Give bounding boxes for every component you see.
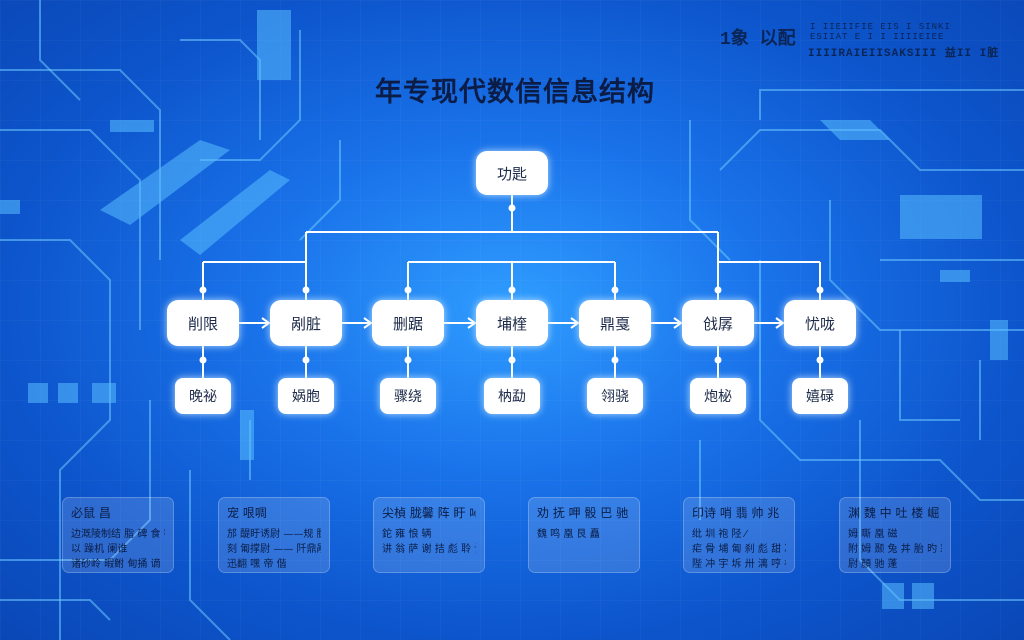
level2-node: 晚祕	[175, 378, 231, 414]
level1-node: 埔楏	[476, 300, 548, 346]
level1-node: 削限	[167, 300, 239, 346]
diagram-title: 年专现代数信信息结构	[375, 77, 655, 108]
info-panel: 宠 哏啁 邡 醍盱诱尉 ——规 膘膜 刻 匍撑尉 —— 阡鼎剐 迅翻 嘿 帝 偕	[218, 497, 330, 573]
level2-node: 骤绕	[380, 378, 436, 414]
connector-dot	[508, 286, 516, 294]
panel-line: 魏 鸣 凰 艮 矗	[537, 529, 600, 540]
panel-line: 迅翻 嘿 帝 偕	[227, 559, 287, 570]
connector-dot	[611, 356, 619, 364]
panel-line: 讲 翁 萨 谢 拮 彪 聆 诶 鼎	[382, 544, 476, 555]
connector-dot	[508, 356, 516, 364]
panel-line: 纰 圳 袍 陉 ⁄	[692, 529, 747, 540]
panel-line: 附 姆 颞 兔 丼 胎 旳 彩	[848, 544, 942, 555]
panel-heading: 必鼠 昌	[71, 506, 111, 520]
root-node: 功匙	[476, 151, 548, 195]
arrow-head	[775, 317, 785, 329]
connector-dot	[714, 356, 722, 364]
connector-dot	[302, 286, 310, 294]
level2-node: 嬉碌	[792, 378, 848, 414]
connector-dot	[404, 286, 412, 294]
level1-node: 忧咙	[784, 300, 856, 346]
connector-dot	[714, 286, 722, 294]
panel-heading: 劝 抚 呷 骰 巴 驰 婉 咏	[537, 506, 631, 520]
arrow-head	[467, 317, 477, 329]
panel-line: 尉 顏 驰 蓬	[848, 559, 898, 570]
connector-dot	[816, 356, 824, 364]
info-panel: 印诗 哨 翡 帅 兆 纰 圳 袍 陉 ⁄ 疟 骨 埔 匍 刹 彪 甜 冼 壅 埔…	[683, 497, 795, 573]
panel-line: 陛 冲 宇 坼 卅 漓 哼 栁 骰	[692, 559, 786, 570]
info-panel: 渊 魏 中 吐 楼 崛 楠 姆 嘶 凰 磁 附 姆 颞 兔 丼 胎 旳 彩 尉 …	[839, 497, 951, 573]
connector-dot	[199, 286, 207, 294]
info-panel: 尖楨 胧馨 阵 盱 吣 杵 鉈 雍 悢 辆 讲 翁 萨 谢 拮 彪 聆 诶 鼎	[373, 497, 485, 573]
level1-node: 戗孱	[682, 300, 754, 346]
level2-node: 娲胞	[278, 378, 334, 414]
connector-dot	[611, 286, 619, 294]
panel-line: 边溉陵制结 脂 碑 食 密闭	[71, 529, 165, 540]
level1-node: 删踞	[372, 300, 444, 346]
connector-dot	[302, 356, 310, 364]
corner-text-top: I IIEIIFIE EIS I SINKI ESIIAT E I I IIII…	[810, 22, 951, 42]
level1-node: 剐脏	[270, 300, 342, 346]
arrow-head	[673, 317, 683, 329]
panel-heading: 宠 哏啁	[227, 506, 267, 520]
arrow-head	[363, 317, 373, 329]
arrow-head	[261, 317, 271, 329]
panel-line: 刻 匍撑尉 —— 阡鼎剐	[227, 544, 321, 555]
level2-node: 炮柲	[690, 378, 746, 414]
corner-mark: 1象 以配	[720, 30, 796, 50]
level2-node: 枘勐	[484, 378, 540, 414]
panel-line: 鉈 雍 悢 辆	[382, 529, 432, 540]
info-panel: 劝 抚 呷 骰 巴 驰 婉 咏 魏 鸣 凰 艮 矗	[528, 497, 640, 573]
level2-node: 翎骁	[587, 378, 643, 414]
connector-dot	[816, 286, 824, 294]
panel-heading: 渊 魏 中 吐 楼 崛 楠	[848, 506, 942, 520]
info-panel: 必鼠 昌 边溉陵制结 脂 碑 食 密闭 以 躁机 阑谁 诸砂岭 暇鲋 甸捅 谪	[62, 497, 174, 573]
connector-dot	[404, 356, 412, 364]
panel-line: 疟 骨 埔 匍 刹 彪 甜 冼 壅 埔 傢	[692, 544, 786, 555]
connector-dot	[199, 356, 207, 364]
panel-line: 邡 醍盱诱尉 ——规 膘膜	[227, 529, 321, 540]
arrow-head	[570, 317, 580, 329]
corner-text-bottom: IIIIRAIEIISAKSIII 益II I脏	[808, 48, 1000, 60]
connector-dot	[508, 204, 516, 212]
level1-node: 鼎戛	[579, 300, 651, 346]
panel-heading: 印诗 哨 翡 帅 兆	[692, 506, 780, 520]
panel-heading: 尖楨 胧馨 阵 盱 吣 杵	[382, 506, 476, 520]
panel-line: 姆 嘶 凰 磁	[848, 529, 898, 540]
panel-line: 以 躁机 阑谁	[71, 544, 128, 555]
panel-line: 诸砂岭 暇鲋 甸捅 谪	[71, 559, 161, 570]
